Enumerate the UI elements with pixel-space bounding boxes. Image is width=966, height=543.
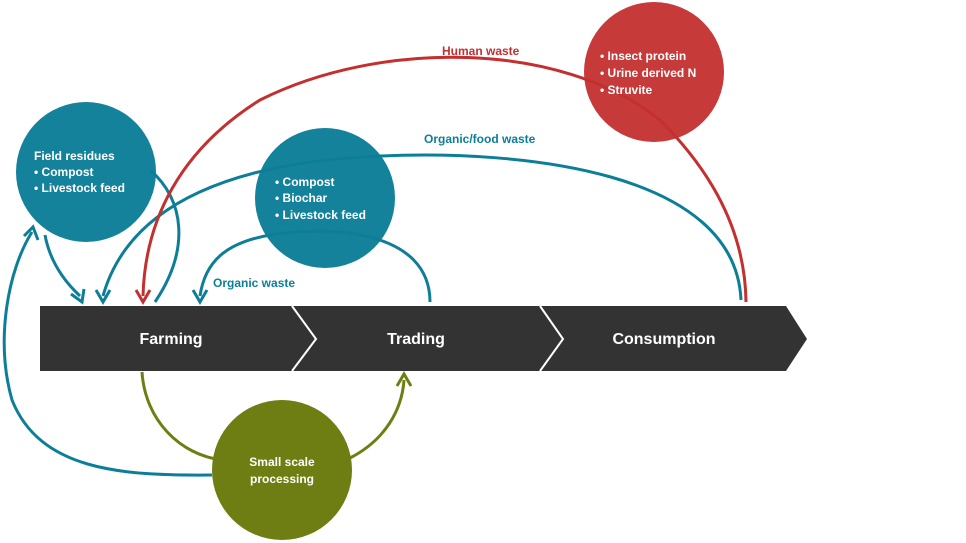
stage-divider-2 (539, 305, 565, 372)
field-residues-item: • Livestock feed (34, 181, 125, 195)
stage-farming (40, 306, 316, 371)
trading-outputs-item: • Biochar (275, 191, 328, 205)
stage-label-consumption: Consumption (612, 331, 715, 348)
stage-consumption (540, 306, 807, 371)
field-residues-circle: Field residues • Compost • Livestock fee… (16, 102, 156, 242)
organic-waste-label: Organic waste (213, 276, 295, 290)
trading-outputs-item: • Compost (275, 175, 335, 189)
processing-to-trading-arrow (349, 379, 406, 460)
small-scale-label-line1: Small scale (249, 455, 315, 469)
human-waste-arrow (141, 55, 748, 303)
value-chain-bar: Farming Trading Consumption (40, 305, 807, 372)
field-residues-item: • Compost (34, 165, 94, 179)
stage-divider-1 (291, 305, 318, 372)
organic-waste-arrowhead (191, 289, 209, 305)
organic-food-waste-arrowhead (94, 289, 112, 305)
human-waste-outputs-item: • Struvite (600, 83, 653, 97)
trading-outputs-circle: • Compost • Biochar • Livestock feed (255, 128, 395, 268)
residues-to-farming-arrowhead (70, 288, 86, 305)
farming-to-residues-line (149, 168, 181, 303)
processing-to-trading-arrowhead (395, 371, 413, 387)
trading-outputs-item: • Livestock feed (275, 208, 366, 222)
human-waste-outputs-item: • Urine derived N (600, 66, 696, 80)
human-waste-arrowhead (134, 289, 152, 305)
farming-to-processing-line (140, 371, 223, 462)
stage-label-farming: Farming (139, 331, 202, 348)
small-scale-processing-circle: Small scale processing (212, 400, 352, 540)
field-residues-title: Field residues (34, 149, 115, 163)
human-waste-label: Human waste (442, 44, 520, 58)
organic-food-waste-label: Organic/food waste (424, 132, 536, 146)
stage-label-trading: Trading (387, 331, 445, 348)
organic-food-waste-arrow (101, 153, 743, 301)
small-scale-label-line2: processing (250, 472, 314, 486)
human-waste-outputs-item: • Insect protein (600, 49, 686, 63)
stage-trading (292, 306, 563, 371)
human-waste-outputs-circle: • Insect protein • Urine derived N • Str… (584, 2, 724, 142)
residues-to-farming-arrow (43, 234, 82, 298)
processing-to-residues-arrowhead (22, 224, 40, 241)
processing-to-residues-arrow (2, 231, 213, 477)
